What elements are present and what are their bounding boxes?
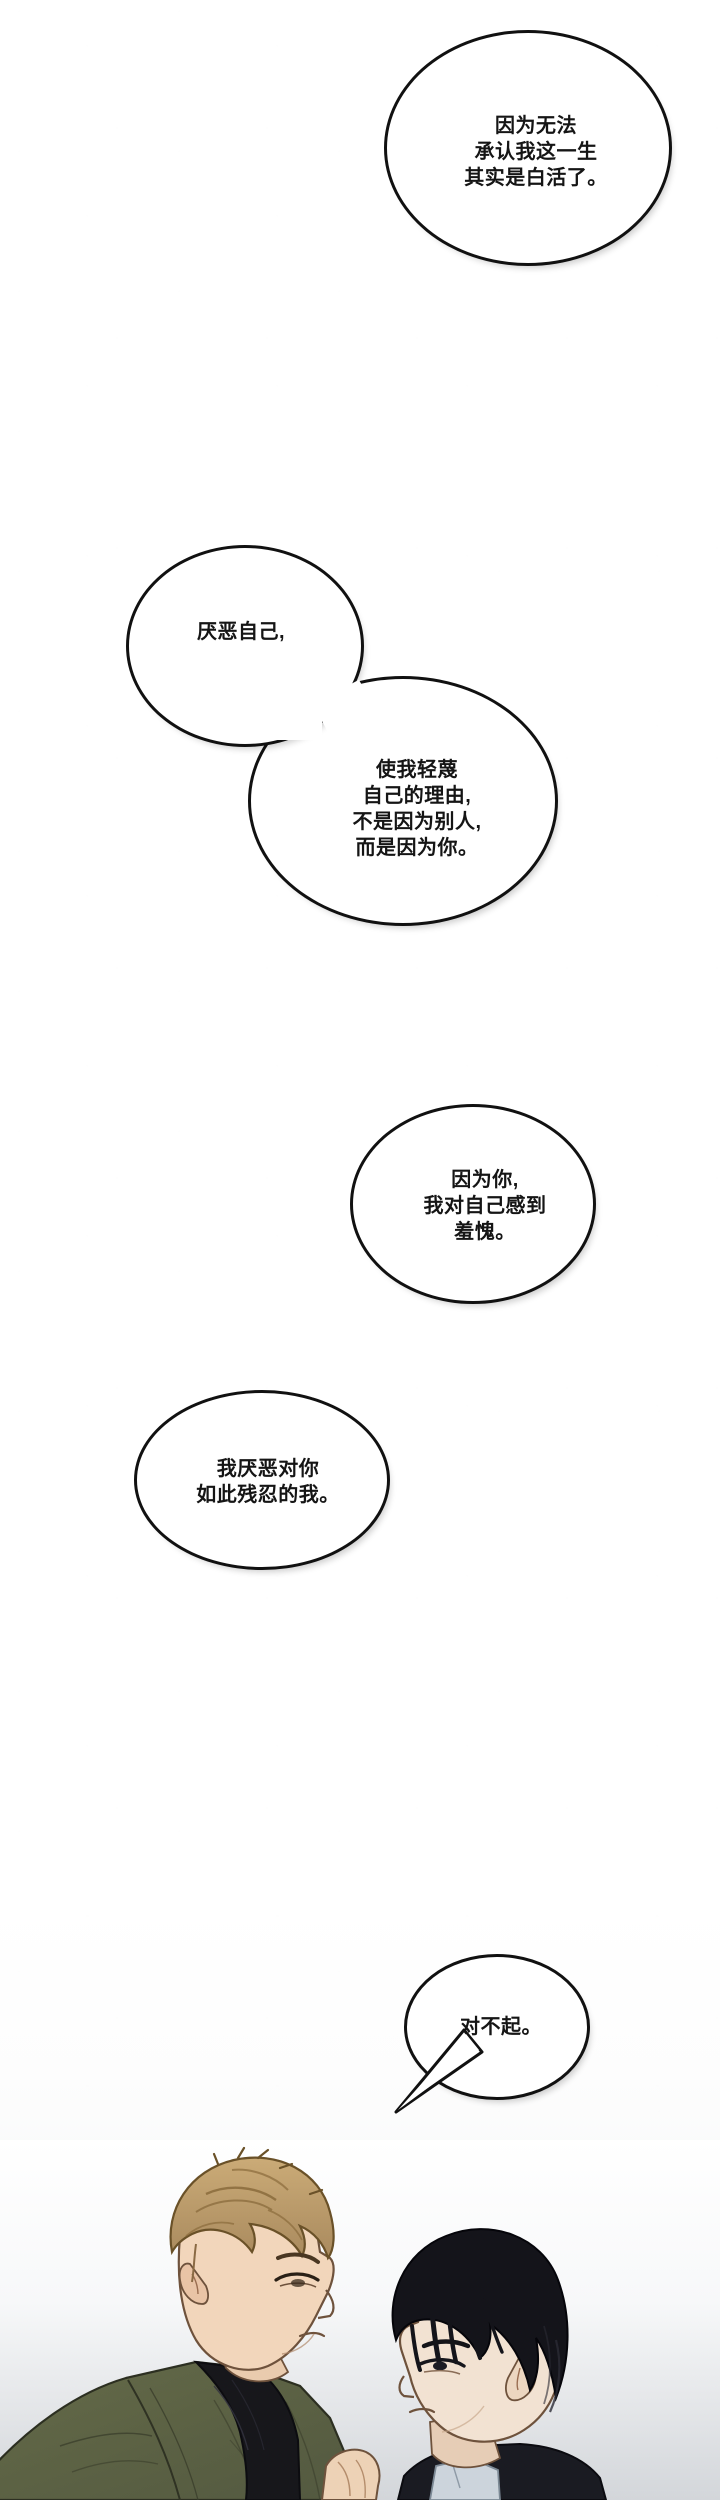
character-dark-haired-man — [391, 2228, 608, 2500]
dark-hair — [391, 2228, 569, 2402]
speech-bubble-5: 对不起。 — [404, 1954, 590, 2100]
blond-mouth — [298, 2331, 326, 2338]
speech-bubble-3-text: 因为你, 我对自己感到 羞愧。 — [423, 1169, 547, 1243]
illustration-panel — [0, 2140, 720, 2500]
blond-hair — [169, 2156, 335, 2261]
bubble-joiner-lower — [262, 700, 322, 740]
blond-turtleneck — [193, 2360, 302, 2500]
speech-bubble-2a: 厌恶自己, — [126, 545, 364, 747]
speech-bubble-1: 因为无法 承认我这一生 其实是白活了。 — [384, 30, 672, 266]
blond-lapel-left — [127, 2379, 181, 2500]
dark-eye — [418, 2358, 466, 2368]
blond-eyebrow — [276, 2252, 320, 2264]
speech-bubble-3: 因为你, 我对自己感到 羞愧。 — [350, 1104, 596, 1304]
blond-nose — [317, 2289, 335, 2320]
blond-ear — [178, 2262, 209, 2305]
character-blond-man — [0, 2146, 358, 2500]
speech-bubble-2a-text: 厌恶自己, — [196, 621, 286, 643]
dark-mouth — [408, 2407, 436, 2414]
blond-eye — [274, 2272, 320, 2282]
speech-bubble-5-text: 对不起。 — [460, 2016, 542, 2038]
speech-bubble-2b-text: 使我轻蔑 自己的理由, 不是因为别人, 而是因为你。 — [352, 759, 482, 859]
speech-bubble-4: 我厌恶对你 如此残忍的我。 — [134, 1390, 390, 1570]
illustration-svg — [0, 2140, 720, 2500]
blond-hand — [320, 2448, 381, 2500]
dark-eyebrow — [421, 2339, 471, 2349]
speech-bubble-1-text: 因为无法 承认我这一生 其实是白活了。 — [464, 115, 608, 189]
dark-nose — [398, 2375, 415, 2399]
speech-bubble-4-text: 我厌恶对你 如此残忍的我。 — [196, 1458, 340, 1506]
